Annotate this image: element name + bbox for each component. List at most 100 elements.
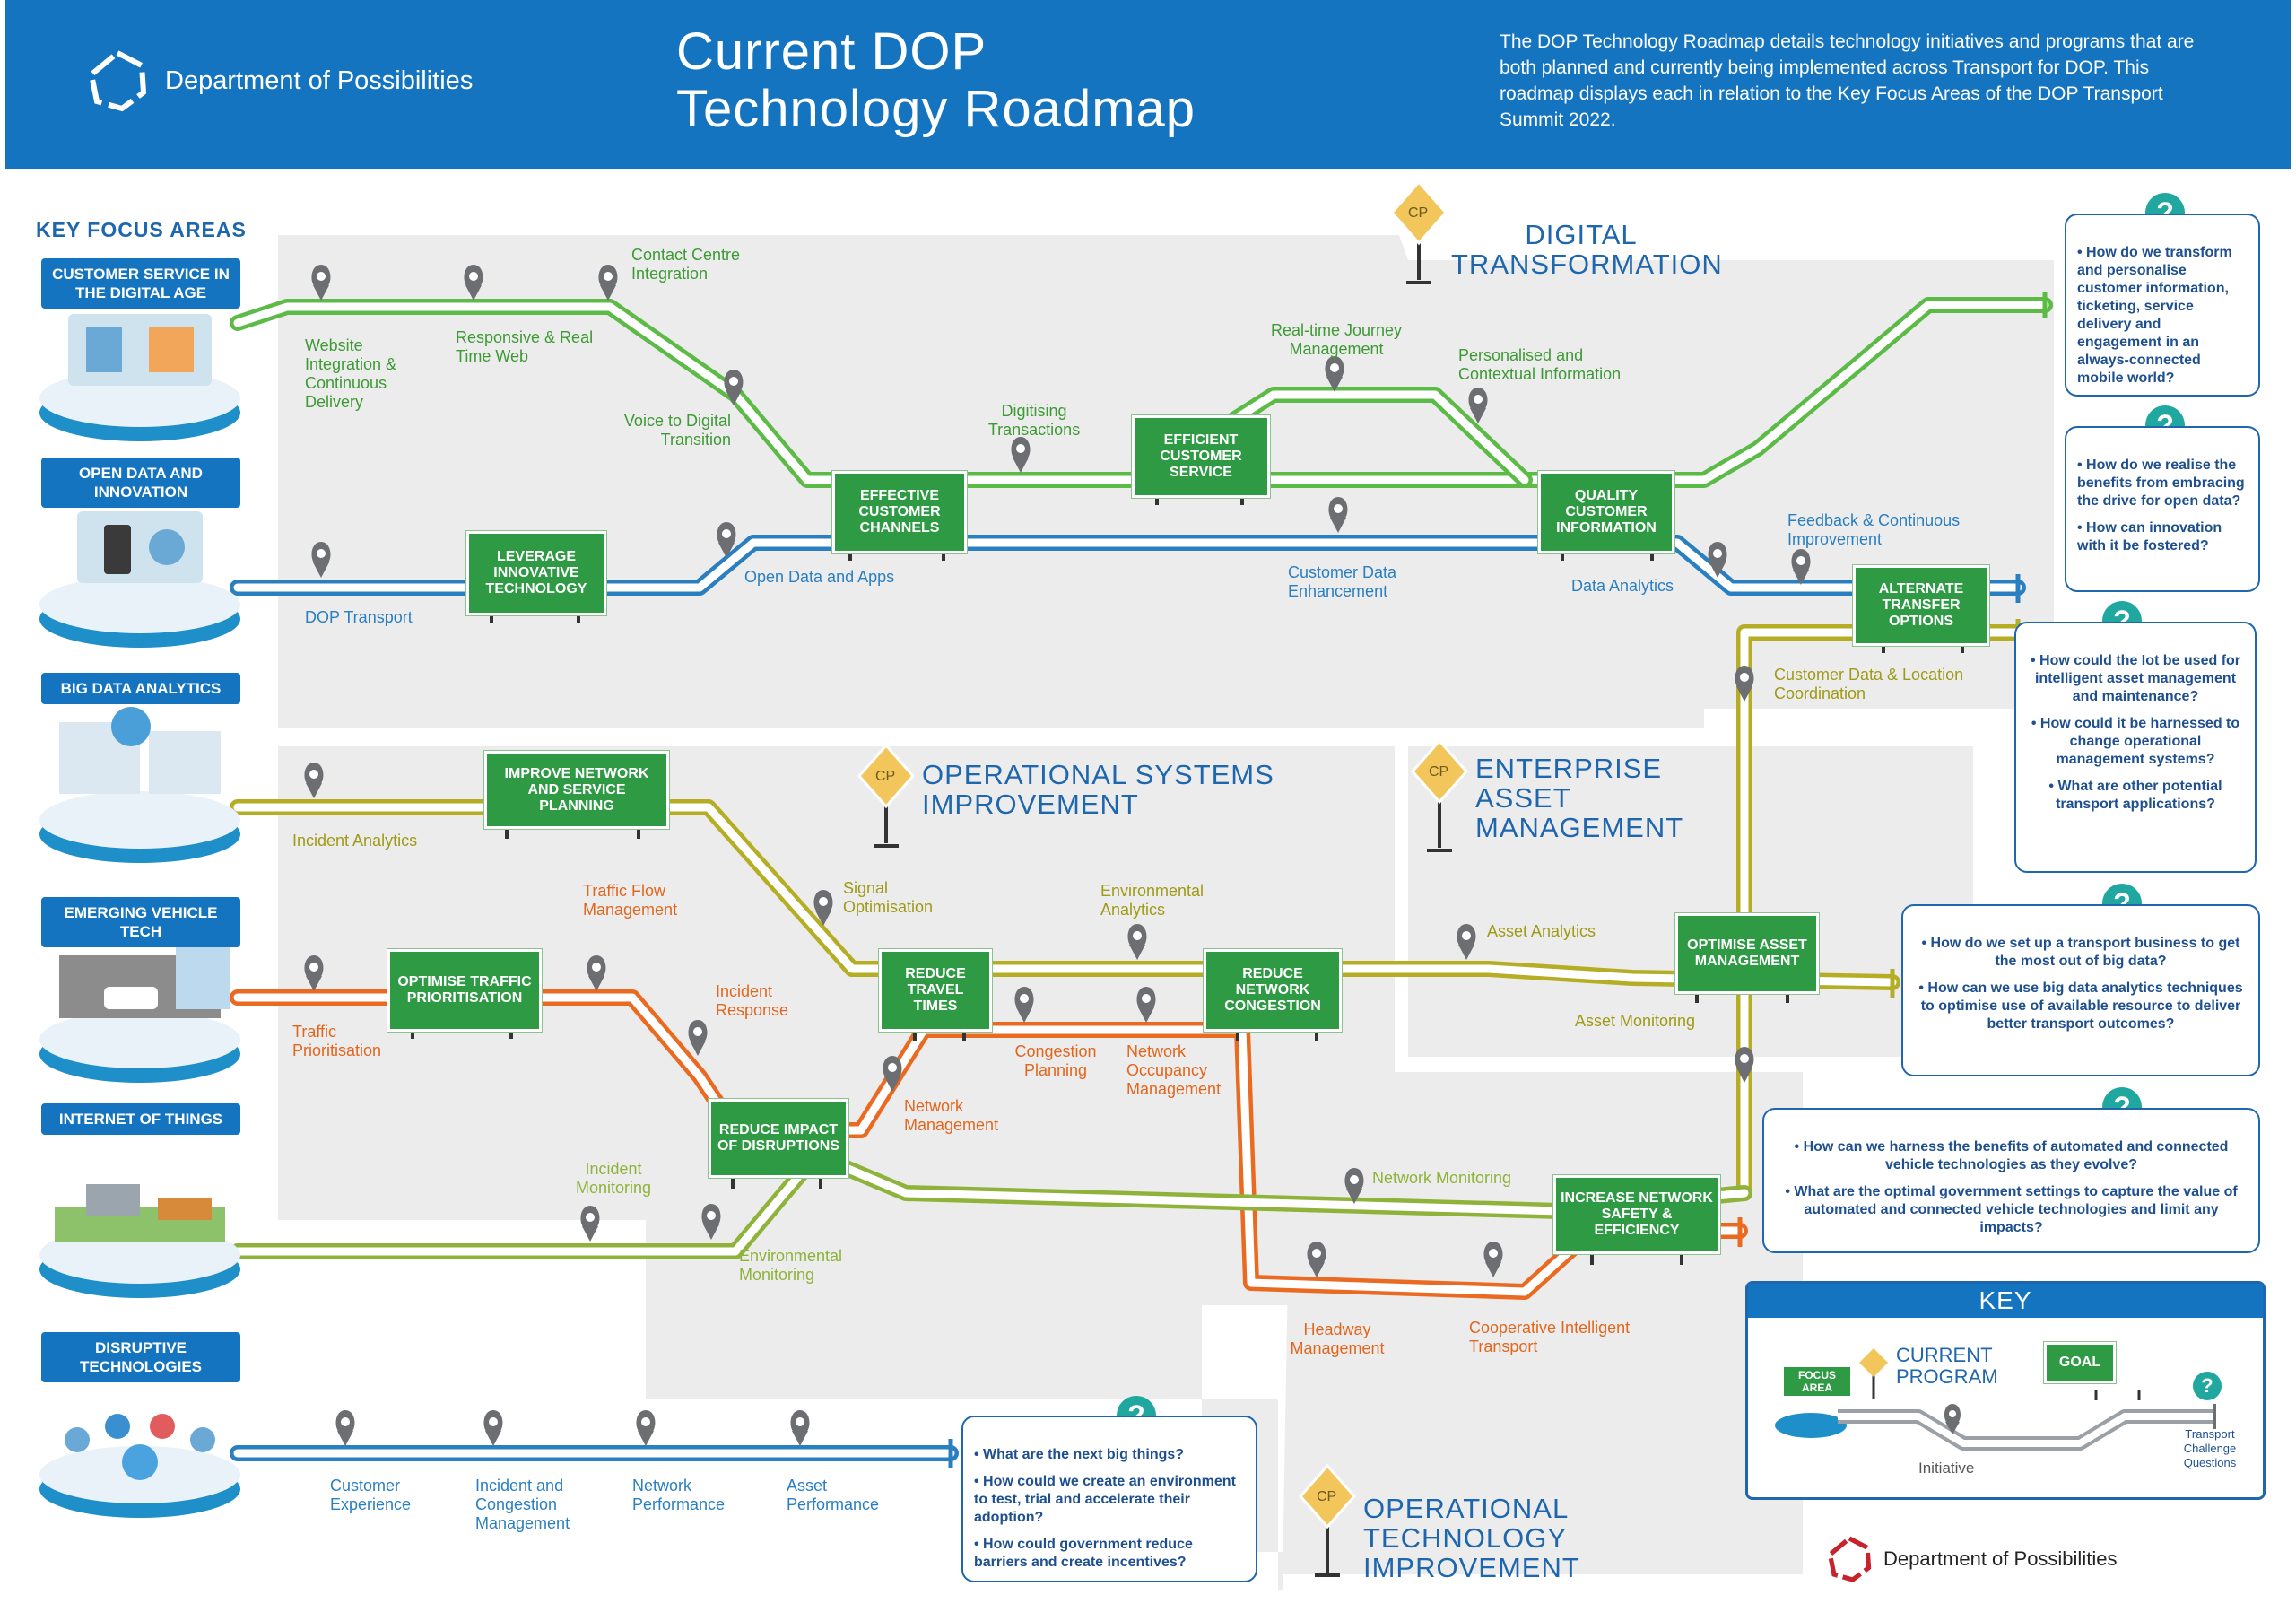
question-box-vehicle-tech: • How can we harness the benefits of aut… [1762, 1108, 2260, 1253]
question-6c: • How could government reduce barriers a… [974, 1537, 1193, 1570]
focus-area-disruptive[interactable]: DISRUPTIVE TECHNOLOGIES [41, 1332, 240, 1382]
footer-logo-icon [1827, 1536, 1872, 1582]
question-3c: • What are other potential transport app… [2048, 779, 2222, 812]
initiative-network-management: Network Management [904, 1097, 999, 1134]
intro-text: The DOP Technology Roadmap details techn… [1500, 31, 2195, 130]
title-line-1: Current DOP [676, 22, 987, 81]
initiative-incident-response: Incident Response [716, 982, 789, 1019]
question-5b: • What are the optimal government settin… [1785, 1184, 2238, 1235]
question-4a: • How do we set up a transport business … [1921, 936, 2240, 969]
focus-area-open-data[interactable]: OPEN DATA AND INNOVATION [41, 458, 240, 508]
initiative-customer-experience: Customer Experience [330, 1477, 412, 1513]
initiative-asset-performance: Asset Performance [787, 1477, 880, 1513]
program-digital-transformation: DIGITAL TRANSFORMATION [1451, 220, 1723, 280]
goal-increase-network-safety[interactable]: INCREASE NETWORK SAFETY & EFFICIENCY [1553, 1175, 1720, 1254]
goal-efficient-customer-service[interactable]: EFFICIENT CUSTOMER SERVICE [1132, 415, 1270, 498]
header-banner: Department of Possibilities Current DOP … [5, 0, 2291, 169]
initiative-personalised-info: Personalised and Contextual Information [1458, 346, 1622, 383]
question-2a: • How do we realise the benefits from em… [2077, 458, 2245, 509]
legend-graphic [1775, 1348, 2216, 1451]
page-title: Current DOP Technology Roadmap [676, 23, 1196, 138]
focus-area-customer-service[interactable]: CUSTOMER SERVICE IN THE DIGITAL AGE [41, 258, 240, 309]
focus-area-emerging-vehicle[interactable]: EMERGING VEHICLE TECH [41, 897, 240, 947]
initiative-digitising-transactions: Digitising Transactions [987, 402, 1081, 439]
initiative-environmental-analytics: Environmental Analytics [1100, 882, 1205, 919]
header-brand: Department of Possibilities [86, 49, 473, 112]
goal-alternate-transfer-options[interactable]: ALTERNATE TRANSFER OPTIONS [1853, 565, 1989, 646]
goal-optimise-traffic-prioritisation[interactable]: OPTIMISE TRAFFIC PRIORITISATION [387, 949, 542, 1032]
goal-leverage-innovative-technology[interactable]: LEVERAGE INNOVATIVE TECHNOLOGY [466, 531, 606, 615]
program-enterprise-asset: ENTERPRISE ASSET MANAGEMENT [1475, 754, 1683, 842]
goal-posts [411, 496, 1964, 1265]
initiative-headway: Headway Management [1290, 1320, 1385, 1357]
program-optech-line-1: OPERATIONAL [1363, 1493, 1570, 1524]
question-5a: • How can we harness the benefits of aut… [1794, 1139, 2229, 1172]
legend-challenge-questions: Transport Challenge Questions [2183, 1427, 2237, 1469]
program-ops-line-1: OPERATIONAL SYSTEMS [922, 759, 1274, 790]
initiative-pins [304, 265, 1811, 1446]
question-4b: • How can we use big data analytics tech… [1918, 980, 2243, 1032]
question-6b: • How could we create an environment to … [974, 1474, 1236, 1525]
initiative-asset-analytics: Asset Analytics [1487, 922, 1596, 940]
cp-signs [857, 179, 1469, 1577]
initiative-customer-data-enhancement: Customer Data Enhancement [1288, 563, 1397, 600]
program-eam-line-3: MANAGEMENT [1475, 812, 1684, 843]
initiative-cooperative-its: Cooperative Intelligent Transport [1469, 1319, 1631, 1355]
question-3b: • How could it be harnessed to change op… [2031, 716, 2240, 767]
initiative-incident-analytics: Incident Analytics [292, 832, 418, 850]
focus-area-iot[interactable]: INTERNET OF THINGS [41, 1103, 240, 1135]
legend-initiative: Initiative [1918, 1460, 1975, 1477]
program-operational-technology: OPERATIONAL TECHNOLOGY IMPROVEMENT [1363, 1494, 1580, 1582]
initiative-network-performance: Network Performance [632, 1477, 726, 1513]
cp-badge-digital: CP [1408, 205, 1429, 221]
cp-badge-optech: CP [1317, 1489, 1337, 1504]
initiative-website-integration: Website Integration & Continuous Deliver… [305, 336, 397, 411]
footer-brand: Department of Possibilities [1826, 1536, 2117, 1582]
initiative-open-data-apps: Open Data and Apps [744, 568, 895, 586]
question-1a: • How do we transform and personalise cu… [2077, 245, 2232, 386]
goal-effective-customer-channels[interactable]: EFFECTIVE CUSTOMER CHANNELS [832, 471, 967, 553]
program-operational-systems: OPERATIONAL SYSTEMS IMPROVEMENT [922, 760, 1274, 819]
goal-reduce-network-congestion[interactable]: REDUCE NETWORK CONGESTION [1204, 949, 1342, 1032]
program-optech-line-2: TECHNOLOGY [1363, 1522, 1568, 1554]
legend-current-program: CURRENT PROGRAM [1896, 1344, 1998, 1388]
program-ops-line-2: IMPROVEMENT [922, 789, 1139, 820]
question-6a: • What are the next big things? [974, 1447, 1185, 1462]
initiative-incident-congestion: Incident and Congestion Management [475, 1477, 570, 1532]
initiative-realtime-journey: Real-time Journey Management [1270, 321, 1403, 358]
key-focus-areas-title: KEY FOCUS AREAS [36, 218, 247, 241]
legend-key: KEY FOCUS AREA CURRENT PROGRAM GOAL Init… [1745, 1281, 2266, 1500]
brand-name: Department of Possibilities [165, 65, 474, 95]
initiative-contact-centre: Contact Centre Integration [631, 246, 741, 283]
focus-area-big-data[interactable]: BIG DATA ANALYTICS [41, 673, 240, 704]
initiative-customer-data-location: Customer Data & Location Coordination [1774, 666, 1964, 702]
cp-badge-operational-systems: CP [875, 769, 896, 784]
goal-reduce-impact-disruptions[interactable]: REDUCE IMPACT OF DISRUPTIONS [709, 1099, 848, 1178]
goal-reduce-travel-times[interactable]: REDUCE TRAVEL TIMES [879, 949, 992, 1032]
legend-goal: GOAL [2044, 1342, 2116, 1383]
initiative-environmental-monitoring: Environmental Monitoring [739, 1247, 843, 1284]
question-box-open-data: • How do we realise the benefits from em… [2065, 426, 2260, 592]
goal-quality-customer-information[interactable]: QUALITY CUSTOMER INFORMATION [1538, 471, 1674, 553]
initiative-traffic-prioritisation: Traffic Prioritisation [292, 1023, 382, 1059]
initiative-data-analytics: Data Analytics [1571, 577, 1674, 595]
legend-focus-area: FOCUS AREA [1784, 1367, 1850, 1396]
footer-brand-name: Department of Possibilities [1883, 1547, 2118, 1570]
question-2b: • How can innovation with it be fostered… [2077, 520, 2222, 553]
question-box-disruptive: • What are the next big things? • How co… [961, 1416, 1257, 1582]
dop-logo-icon [88, 49, 147, 112]
initiative-signal-optimisation: Signal Optimisation [843, 879, 934, 916]
initiative-incident-monitoring: Incident Monitoring [575, 1160, 652, 1197]
initiative-network-occupancy: Network Occupancy Management [1126, 1042, 1222, 1098]
program-optech-line-3: IMPROVEMENT [1363, 1552, 1580, 1583]
program-digital-line-2: TRANSFORMATION [1451, 248, 1723, 280]
goal-improve-network-planning[interactable]: IMPROVE NETWORK AND SERVICE PLANNING [484, 751, 669, 829]
initiative-responsive-web: Responsive & Real Time Web [456, 328, 594, 365]
question-box-customer-service: • How do we transform and personalise cu… [2065, 214, 2260, 397]
legend-title: KEY [1748, 1284, 2263, 1318]
question-box-iot: • How could the Iot be used for intellig… [2014, 622, 2257, 873]
focus-area-illustrations [39, 314, 240, 1518]
goal-optimise-asset-management[interactable]: OPTIMISE ASSET MANAGEMENT [1675, 913, 1819, 994]
program-eam-line-1: ENTERPRISE [1475, 753, 1663, 784]
cp-badge-enterprise: CP [1429, 764, 1449, 780]
